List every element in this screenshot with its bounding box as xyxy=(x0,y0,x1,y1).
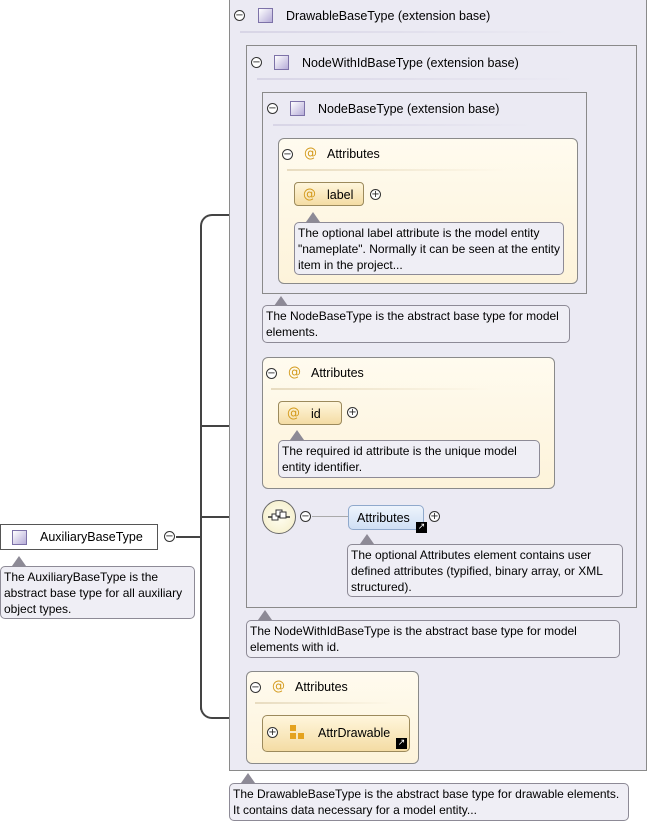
attr-drawable-label: AttrDrawable xyxy=(318,726,391,740)
attribute-at-icon: @ xyxy=(288,365,301,380)
node-base-title: NodeBaseType (extension base) xyxy=(318,102,500,116)
node-base-attributes-separator xyxy=(287,169,507,171)
node-with-id-attributes-title: Attributes xyxy=(311,366,364,380)
note-pointer xyxy=(360,534,374,544)
node-with-id-type-icon xyxy=(274,55,289,70)
id-attribute-at-icon: @ xyxy=(287,406,300,421)
expand-id-icon[interactable]: + xyxy=(347,407,358,418)
sequence-compositor-icon[interactable] xyxy=(262,500,296,534)
connector-root xyxy=(176,536,201,538)
note-pointer xyxy=(12,556,26,566)
expand-label-icon[interactable]: + xyxy=(370,189,381,200)
connector-trunk xyxy=(200,225,202,710)
attribute-group-icon xyxy=(290,725,304,739)
type-reference-icon[interactable]: ↗ xyxy=(416,522,427,533)
drawable-type-icon xyxy=(258,8,273,23)
node-base-type-icon xyxy=(290,101,305,116)
collapse-node-with-id-icon[interactable]: − xyxy=(251,57,262,68)
collapse-drawable-icon[interactable]: − xyxy=(234,10,245,21)
collapse-node-base-icon[interactable]: − xyxy=(267,103,278,114)
connector-sequence-to-element xyxy=(312,516,348,517)
expand-attr-drawable-icon[interactable]: + xyxy=(267,727,278,738)
label-attribute-note: The optional label attribute is the mode… xyxy=(294,222,564,275)
id-attribute-name: id xyxy=(311,407,321,421)
root-note: The AuxiliaryBaseType is the abstract ba… xyxy=(0,566,195,619)
drawable-attributes-title: Attributes xyxy=(295,680,348,694)
node-with-id-title-separator xyxy=(257,78,577,80)
node-with-id-note: The NodeWithIdBaseType is the abstract b… xyxy=(246,620,620,658)
node-base-note: The NodeBaseType is the abstract base ty… xyxy=(262,305,570,343)
attributes-element-note: The optional Attributes element contains… xyxy=(347,544,623,597)
attribute-at-icon: @ xyxy=(304,146,317,161)
attributes-element-box[interactable]: Attributes xyxy=(348,505,424,530)
drawable-title: DrawableBaseType (extension base) xyxy=(286,9,491,23)
attributes-element-label: Attributes xyxy=(357,511,410,525)
drawable-note: The DrawableBaseType is the abstract bas… xyxy=(229,783,629,821)
label-attribute[interactable]: @ label xyxy=(294,182,364,206)
attr-drawable-reference-icon[interactable]: ↗ xyxy=(396,738,407,749)
connector-top-curve xyxy=(200,214,214,228)
node-base-attributes-title: Attributes xyxy=(327,147,380,161)
complex-type-icon xyxy=(12,530,27,545)
node-base-title-separator xyxy=(273,124,533,126)
note-pointer xyxy=(274,296,288,306)
collapse-drawable-attributes-icon[interactable]: − xyxy=(250,682,261,693)
collapse-node-with-id-attributes-icon[interactable]: − xyxy=(266,368,277,379)
note-pointer xyxy=(241,773,255,783)
note-pointer xyxy=(290,430,304,440)
collapse-root-icon[interactable]: − xyxy=(164,531,175,542)
label-attribute-name: label xyxy=(327,188,354,202)
connector-bottom-curve xyxy=(200,705,214,719)
node-with-id-title: NodeWithIdBaseType (extension base) xyxy=(302,56,519,70)
attribute-at-icon: @ xyxy=(272,679,285,694)
note-pointer xyxy=(306,212,320,222)
root-element-box[interactable]: AuxiliaryBaseType xyxy=(0,524,158,550)
expand-attributes-element-icon[interactable]: + xyxy=(429,511,440,522)
attr-drawable-group-ref[interactable]: + AttrDrawable ↗ xyxy=(262,715,410,752)
id-attribute[interactable]: @ id xyxy=(278,401,342,425)
collapse-sequence-icon[interactable]: − xyxy=(300,511,311,522)
collapse-node-base-attributes-icon[interactable]: − xyxy=(282,149,293,160)
note-pointer xyxy=(258,610,272,620)
id-attribute-note: The required id attribute is the unique … xyxy=(278,440,540,478)
root-element-label: AuxiliaryBaseType xyxy=(40,530,143,544)
node-with-id-attributes-separator xyxy=(271,388,491,390)
drawable-title-separator xyxy=(240,31,570,33)
label-attribute-at-icon: @ xyxy=(303,187,316,202)
drawable-attributes-separator xyxy=(255,702,395,704)
